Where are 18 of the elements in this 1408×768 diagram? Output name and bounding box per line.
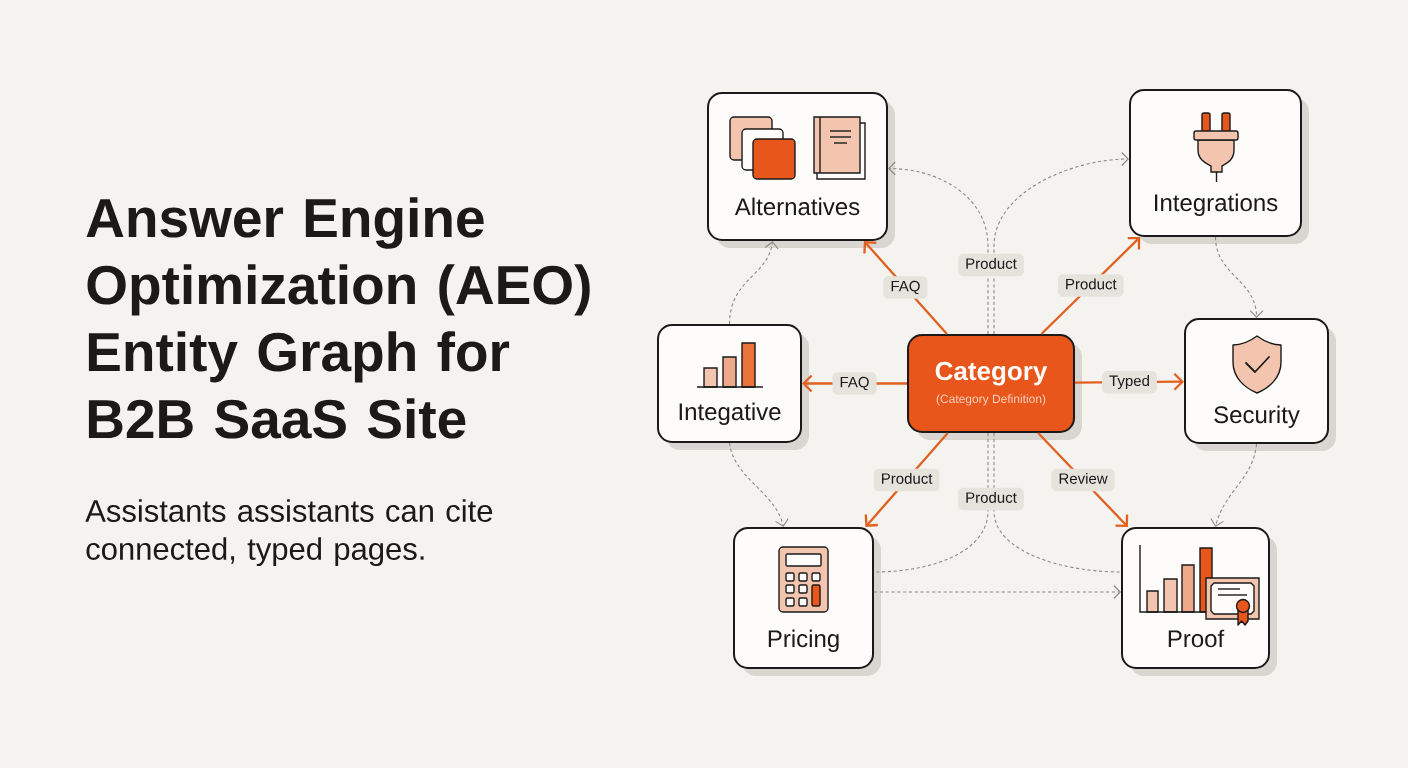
arrow [1214,236,1264,318]
arrow [728,442,789,527]
arrow [888,161,989,335]
connector-line [993,432,1122,573]
rounded-box: Integrations [1129,89,1309,244]
arrow [993,151,1129,335]
arrow [873,584,1121,600]
edge-label: Product [1057,274,1124,297]
arrow [1210,443,1258,527]
edge-label: FAQ [832,372,877,395]
highlighted-box: Category (Category Definition) [907,334,1082,440]
edge-label: Typed [1102,370,1157,394]
title: Answer Engine Optimization (AEO) Entity Graph for B2B SaaS Site [86,197,590,439]
arrow [728,241,779,325]
edge-label: Product [958,487,1024,511]
edge-label: FAQ [883,276,928,299]
subtitle: Assistants assistants can cite connected, typed pages. [85,499,493,567]
rounded-box: Integative [657,324,809,450]
